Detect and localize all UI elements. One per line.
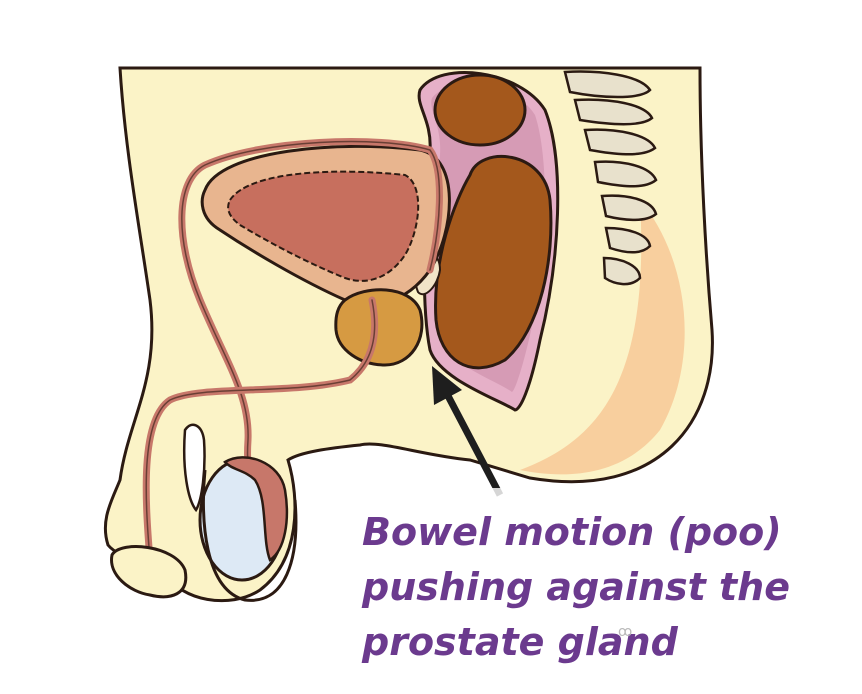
epididymis — [223, 456, 289, 562]
scrotum — [201, 469, 298, 602]
stool-upper — [433, 73, 527, 147]
buttock-shadow — [520, 200, 685, 475]
caption-line-3: prostate gland — [362, 620, 678, 664]
caption-background — [340, 488, 630, 688]
caption-line-2: pushing against the — [362, 565, 791, 609]
penis-tip — [110, 545, 188, 599]
corpus-cavity — [182, 423, 206, 513]
vas-deferens-outline — [181, 140, 441, 506]
pointer-arrow — [432, 366, 504, 497]
caption: Bowel motion (poo) pushing against the p… — [362, 505, 852, 670]
bladder-inner — [227, 170, 420, 282]
spine — [563, 70, 658, 286]
caption-line-1: Bowel motion (poo) — [362, 510, 782, 554]
watermark: ꝏ — [618, 624, 633, 640]
prostate-gland — [334, 288, 424, 367]
